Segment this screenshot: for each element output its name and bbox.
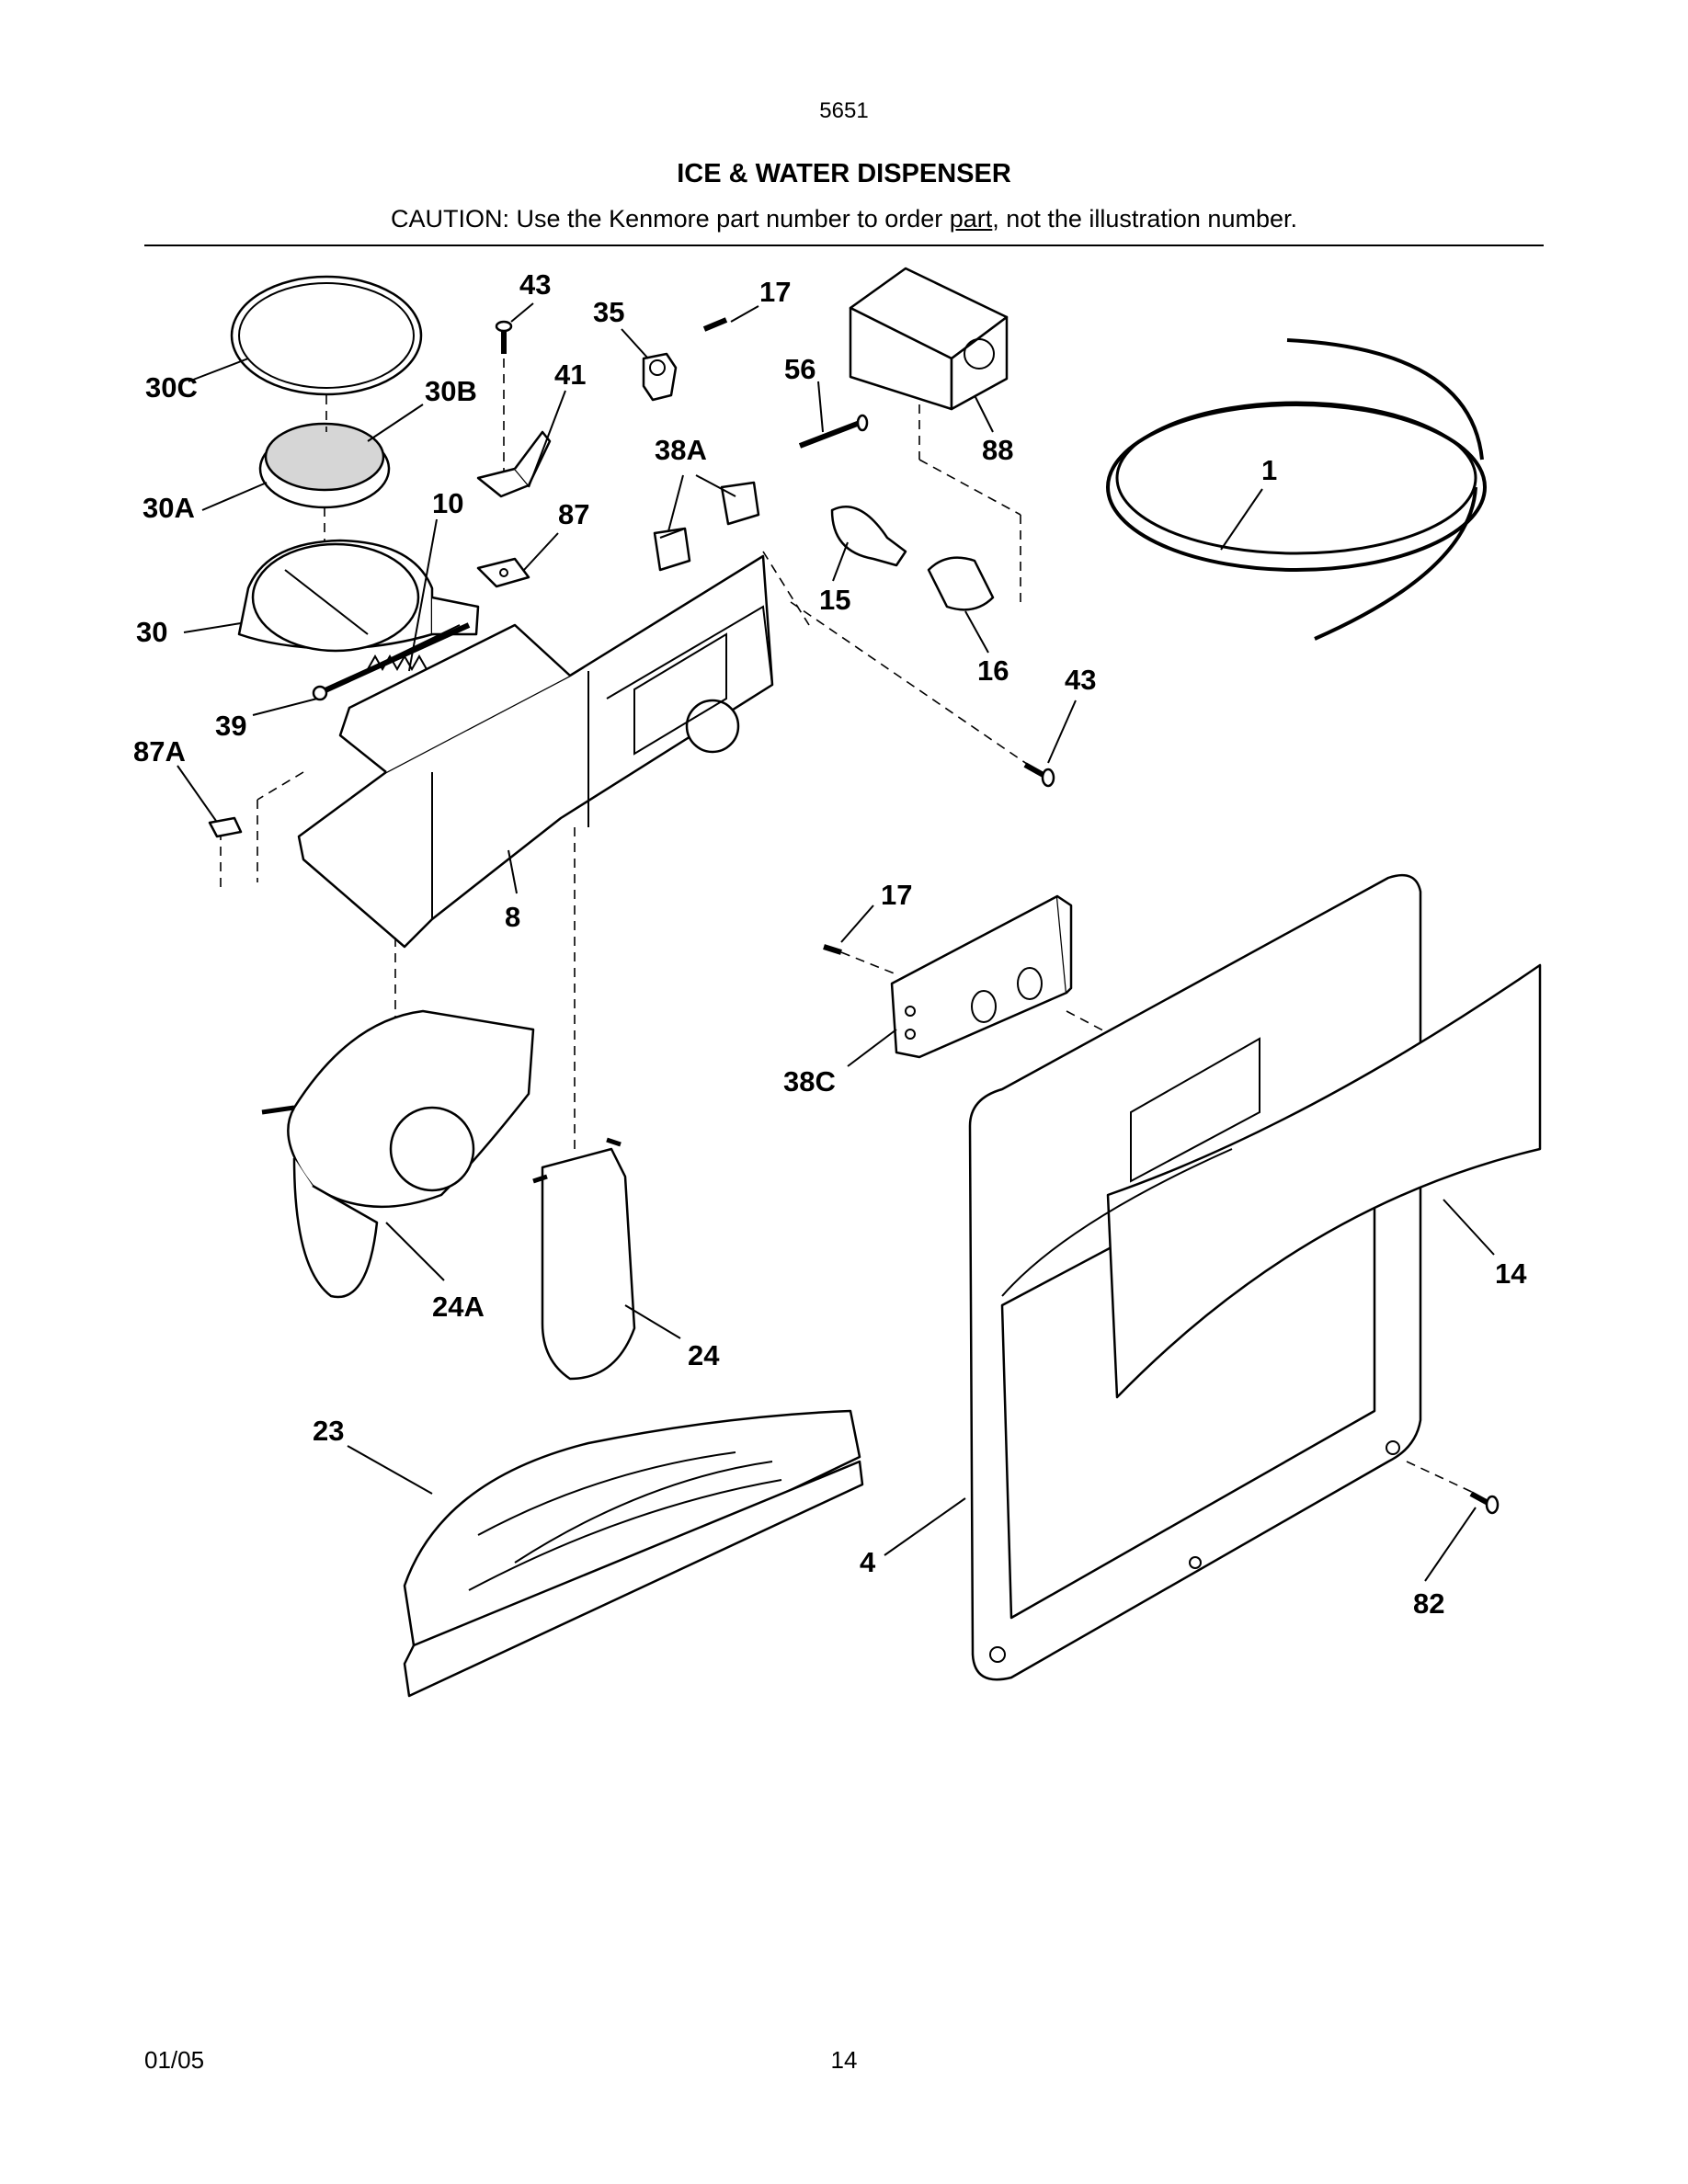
part-30a-lens-housing — [258, 422, 391, 509]
part-1-water-tube — [1106, 338, 1487, 641]
part-43-screw — [495, 320, 513, 354]
callout-38c: 38C — [783, 1065, 836, 1098]
callout-30c: 30C — [145, 371, 198, 404]
page-title: ICE & WATER DISPENSER — [677, 159, 1011, 188]
part-16-socket — [927, 556, 995, 611]
callout-labels: 43 17 35 41 56 30C 30B 38A 88 30A 10 87 … — [133, 268, 1527, 1620]
part-41-bracket — [476, 430, 552, 498]
part-24a-chute-funnel — [261, 1009, 535, 1299]
part-38c-switch-bracket — [890, 894, 1073, 1059]
model-number: 5651 — [819, 98, 869, 123]
callout-38a: 38A — [655, 434, 707, 466]
part-17-screw-top — [702, 317, 728, 332]
callout-17-top: 17 — [759, 276, 791, 308]
caution-prefix: CAUTION: Use the Kenmore part number to … — [391, 205, 950, 233]
part-35-switch — [642, 352, 678, 402]
caution-note: CAUTION: Use the Kenmore part number to … — [0, 205, 1688, 233]
part-87-clip — [476, 557, 530, 588]
callout-24a: 24A — [432, 1291, 485, 1323]
callout-23: 23 — [313, 1415, 344, 1447]
part-87a-clip — [208, 816, 243, 838]
callout-30b: 30B — [425, 375, 477, 407]
callout-24: 24 — [688, 1339, 720, 1371]
part-38a-switch-right — [720, 481, 760, 526]
part-82-screw — [1469, 1491, 1500, 1515]
callout-8: 8 — [505, 901, 520, 933]
callout-15: 15 — [819, 584, 850, 616]
part-24-flap — [532, 1137, 636, 1381]
part-38a-switch-left — [653, 527, 691, 572]
callout-1: 1 — [1261, 454, 1277, 486]
part-15-bulb — [830, 506, 907, 567]
callout-82: 82 — [1413, 1587, 1444, 1620]
part-56-screw — [798, 414, 869, 449]
part-17-screw-middle — [823, 944, 842, 955]
part-39-rod — [312, 622, 471, 701]
part-14-display-panel — [1001, 963, 1542, 1399]
callout-43-lower: 43 — [1065, 664, 1096, 696]
callout-17-middle: 17 — [881, 879, 912, 911]
callout-56: 56 — [784, 353, 815, 385]
part-88-module — [849, 267, 1009, 411]
callout-87: 87 — [558, 498, 589, 530]
callout-10: 10 — [432, 487, 463, 519]
callout-87a: 87A — [133, 735, 186, 768]
callout-14: 14 — [1495, 1257, 1527, 1290]
part-30c-gasket — [230, 275, 423, 396]
footer-page-number: 14 — [830, 2046, 858, 2074]
callout-41: 41 — [554, 358, 586, 391]
header-rule — [144, 245, 1544, 246]
part-43-screw-lower — [1023, 762, 1055, 788]
callout-30a: 30A — [143, 492, 195, 524]
leader-lines — [177, 302, 1495, 1582]
callout-88: 88 — [982, 434, 1013, 466]
caution-suffix: , not the illustration number. — [992, 205, 1297, 233]
callout-35: 35 — [593, 296, 624, 328]
callout-39: 39 — [215, 710, 246, 742]
callout-30: 30 — [136, 616, 167, 648]
part-8-ice-chute-housing — [297, 554, 774, 949]
part-23-drip-tray — [403, 1409, 864, 1698]
callout-16: 16 — [977, 654, 1009, 687]
footer-date: 01/05 — [144, 2046, 205, 2074]
callout-4: 4 — [860, 1546, 876, 1578]
caution-underlined-word: part — [949, 205, 993, 233]
callout-43-top: 43 — [519, 268, 551, 301]
